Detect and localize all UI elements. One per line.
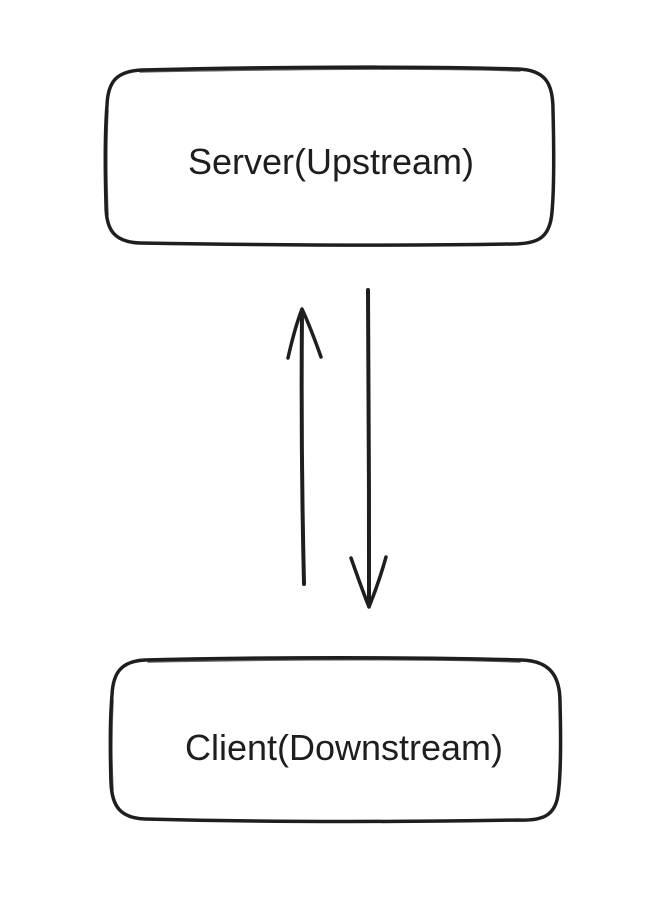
client-node-border [108,656,563,824]
server-node[interactable]: Server(Upstream) [103,65,556,247]
arrow-up-shaft [299,310,306,586]
arrow-down-shaft [366,288,371,608]
server-node-label: Server(Upstream) [188,141,474,182]
server-node-border [103,65,556,247]
arrow-down-head [349,555,388,609]
server-node-border-sketch [106,68,521,216]
arrow-server-to-client [349,288,388,609]
client-node[interactable]: Client(Downstream) [108,656,563,824]
client-node-border-sketch [111,659,521,791]
arrow-client-to-server [286,307,323,586]
arrow-up-head [286,307,323,360]
client-node-label: Client(Downstream) [185,727,503,768]
